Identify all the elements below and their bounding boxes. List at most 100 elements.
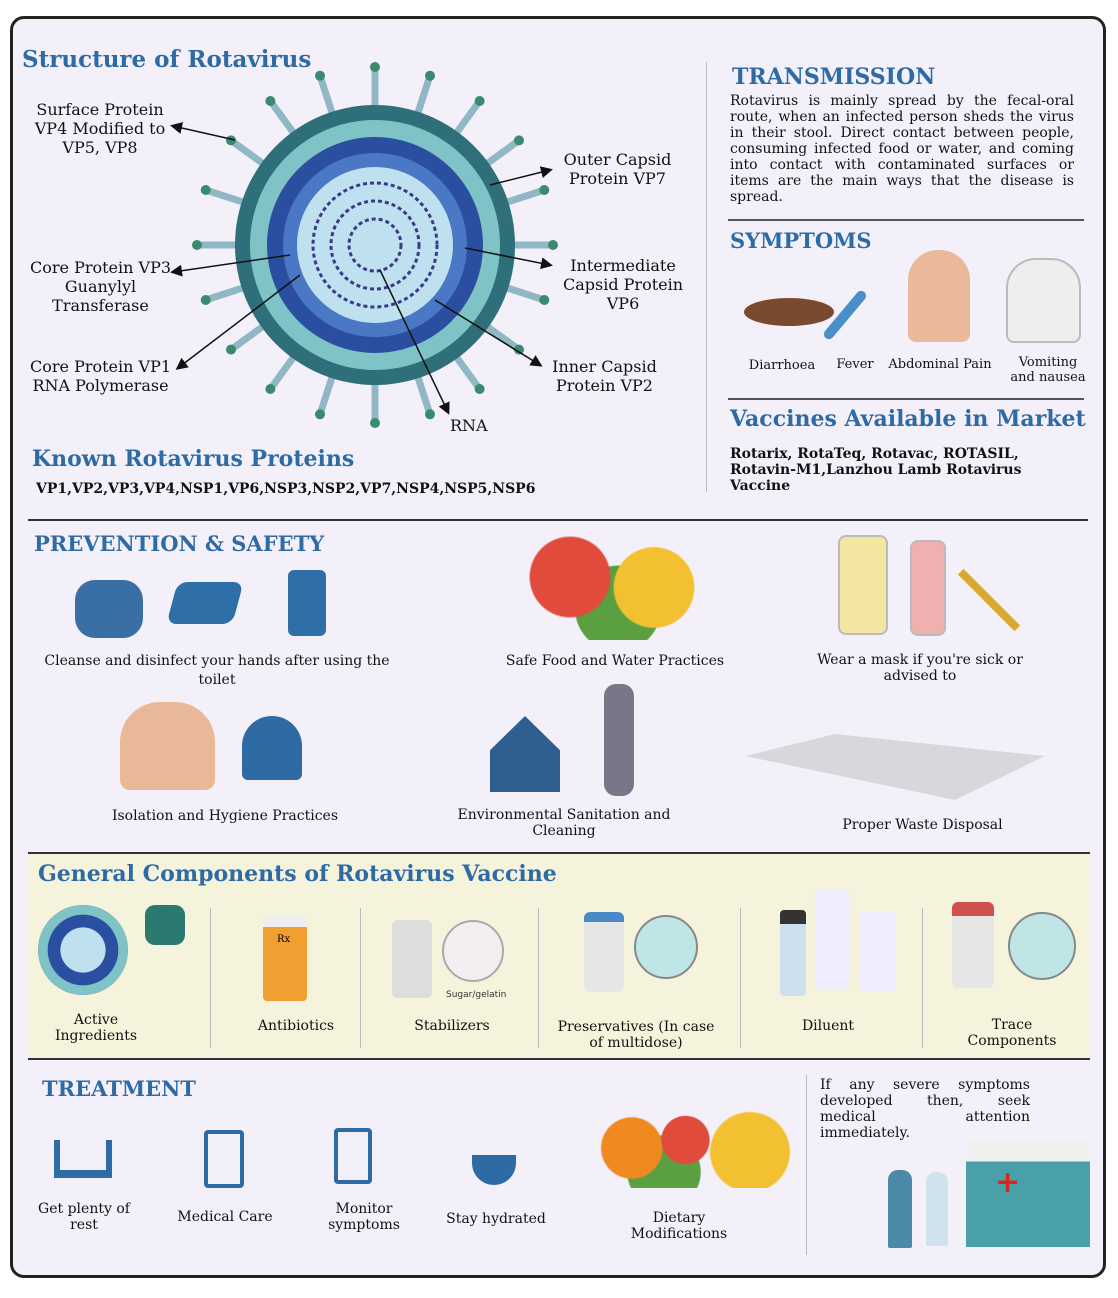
label-vp6: Intermediate Capsid Protein VP6 bbox=[562, 256, 684, 313]
spike-tip bbox=[314, 70, 325, 81]
symptom-label: Fever bbox=[836, 357, 874, 372]
structure-title: Structure of Rotavirus bbox=[22, 46, 312, 73]
divider bbox=[360, 908, 361, 1048]
pointer-arrows bbox=[170, 122, 553, 415]
divider bbox=[538, 908, 539, 1048]
spike-tip bbox=[514, 344, 525, 355]
prevention-label: Wear a mask if you're sick or advised to bbox=[817, 652, 1023, 684]
divider bbox=[806, 1075, 807, 1255]
soap-icon bbox=[166, 582, 244, 624]
divider bbox=[728, 219, 1084, 221]
preservative-icon bbox=[634, 915, 698, 979]
spike-tip bbox=[474, 95, 485, 106]
symptoms-title: SYMPTOMS bbox=[730, 228, 872, 253]
spike-tip bbox=[200, 295, 211, 306]
food-water-icon bbox=[498, 535, 738, 640]
vomiting-icon bbox=[1006, 258, 1081, 343]
bottle-icon bbox=[952, 902, 994, 988]
vaccines-title: Vaccines Available in Market bbox=[730, 406, 1086, 432]
spike-tip bbox=[425, 70, 436, 81]
spike-tip bbox=[474, 384, 485, 395]
infographic-frame bbox=[10, 16, 1106, 1278]
spike-tip bbox=[265, 384, 276, 395]
proteins-title: Known Rotavirus Proteins bbox=[32, 446, 355, 472]
divider bbox=[740, 908, 741, 1048]
label-vp7: Outer Capsid Protein VP7 bbox=[563, 150, 672, 188]
transmission-text: Rotavirus is mainly spread by the fecal-… bbox=[730, 93, 1074, 205]
components-title: General Components of Rotavirus Vaccine bbox=[38, 861, 557, 887]
treatment-label: Dietary Modifications bbox=[630, 1210, 728, 1242]
treatment-label: Get plenty of rest bbox=[38, 1201, 130, 1233]
vial-icon bbox=[838, 535, 888, 635]
spike-tip bbox=[548, 240, 558, 250]
component-label: Antibiotics bbox=[257, 1018, 335, 1034]
spike-tip bbox=[514, 135, 525, 146]
component-label: Stabilizers bbox=[414, 1018, 490, 1034]
prevention-label: Isolation and Hygiene Practices bbox=[111, 808, 339, 824]
spike-tip bbox=[314, 409, 325, 420]
doctor-icon bbox=[888, 1170, 912, 1248]
label-vp4: Surface Protein VP4 Modified to VP5, VP8 bbox=[34, 100, 166, 157]
sprayer-person-icon bbox=[604, 684, 634, 796]
vial-icon bbox=[910, 540, 946, 636]
spike-tip bbox=[539, 184, 550, 195]
label-vp2: Inner Capsid Protein VP2 bbox=[552, 357, 657, 395]
spike-tip bbox=[370, 62, 380, 72]
bottle-icon bbox=[392, 920, 432, 998]
treatment-note: If any severe symptoms developed then, s… bbox=[820, 1077, 1030, 1141]
treatment-label: Stay hydrated bbox=[446, 1211, 546, 1227]
rx-label: Rx bbox=[277, 934, 291, 945]
bed-icon bbox=[54, 1140, 112, 1178]
virus-icon bbox=[38, 905, 128, 995]
transmission-title: TRANSMISSION bbox=[732, 64, 936, 90]
prevention-label: Cleanse and disinfect your hands after u… bbox=[44, 653, 390, 688]
prevention-label: Proper Waste Disposal bbox=[842, 817, 1003, 833]
symptom-label: Abdominal Pain bbox=[888, 357, 992, 372]
masked-person-icon bbox=[120, 702, 215, 790]
proteins-list: VP1,VP2,VP3,VP4,NSP1,VP6,NSP3,NSP2,VP7,N… bbox=[36, 481, 536, 497]
vaccines-text: Rotarix, RotaTeq, Rotavac, ROTASIL, Rota… bbox=[730, 446, 1022, 494]
divider bbox=[28, 519, 1088, 521]
sugar-label: Sugar/gelatin bbox=[446, 990, 507, 1000]
antigen-icon bbox=[145, 905, 185, 945]
spike-tip bbox=[200, 184, 211, 195]
symptom-label: Vomiting and nausea bbox=[1010, 355, 1086, 385]
trace-icon bbox=[1008, 912, 1076, 980]
bottle-icon bbox=[584, 912, 624, 992]
doctor-icon bbox=[926, 1172, 948, 1246]
label-rna: RNA bbox=[450, 416, 488, 435]
hospital-icon bbox=[966, 1140, 1090, 1247]
spike-tip bbox=[265, 95, 276, 106]
sugar-molecule-icon bbox=[442, 920, 504, 982]
diarrhoea-icon bbox=[744, 298, 834, 326]
vial-icon bbox=[815, 890, 849, 990]
food-icon bbox=[578, 1108, 793, 1188]
label-vp3: Core Protein VP3 Guanylyl Transferase bbox=[29, 258, 172, 315]
component-label: Trace Components bbox=[967, 1017, 1057, 1049]
abdominal-pain-icon bbox=[908, 250, 970, 342]
spike-tip bbox=[225, 344, 236, 355]
vial-icon bbox=[860, 912, 896, 992]
face-shield-icon bbox=[242, 716, 302, 780]
pill-bottle-icon: Rx bbox=[263, 915, 307, 1001]
components-section bbox=[28, 852, 1090, 1060]
treatment-label: Medical Care bbox=[177, 1209, 273, 1225]
sanitizer-icon bbox=[288, 570, 326, 636]
spike-tip bbox=[192, 240, 202, 250]
divider bbox=[210, 908, 211, 1048]
divider bbox=[706, 62, 707, 492]
component-label: Diluent bbox=[801, 1018, 855, 1034]
spike-tip bbox=[370, 418, 380, 428]
spike-tip bbox=[425, 409, 436, 420]
clipboard-icon bbox=[204, 1130, 244, 1188]
red-cross-icon: + bbox=[995, 1165, 1021, 1200]
treatment-label: Monitor symptoms bbox=[328, 1201, 400, 1233]
divider bbox=[922, 908, 923, 1048]
spike-tip bbox=[539, 295, 550, 306]
symptom-label: Diarrhoea bbox=[748, 358, 816, 373]
label-vp1: Core Protein VP1 RNA Polymerase bbox=[29, 357, 172, 395]
divider bbox=[728, 398, 1084, 400]
component-label: Active Ingredients bbox=[54, 1012, 138, 1044]
component-label: Preservatives (In case of multidose) bbox=[557, 1019, 715, 1051]
handwash-icon bbox=[75, 580, 143, 638]
